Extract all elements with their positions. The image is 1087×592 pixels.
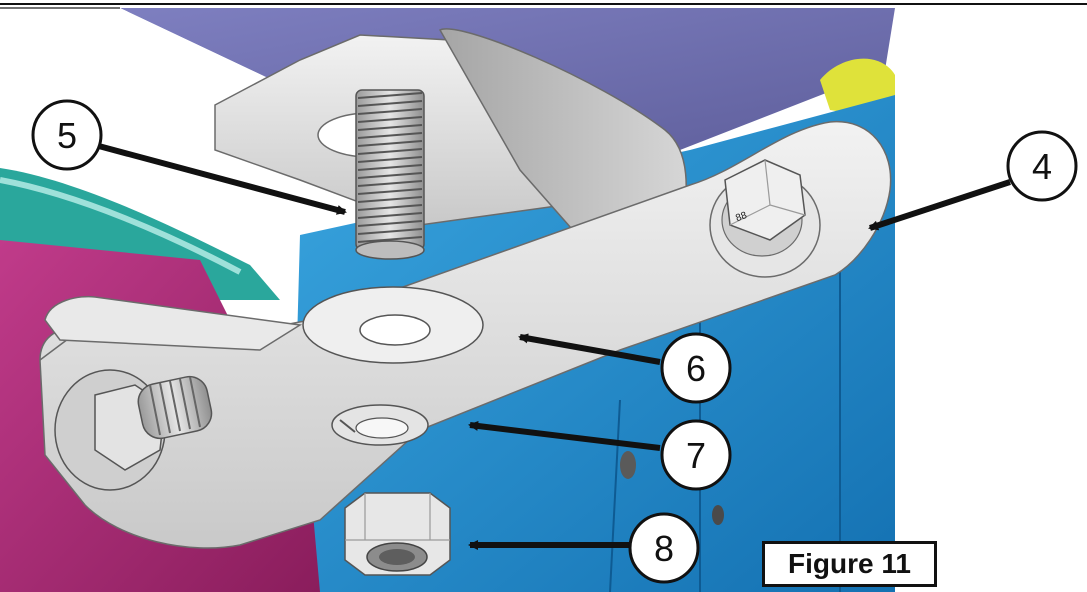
leader-arrows	[94, 142, 1011, 550]
left-hex-bolt	[54, 369, 213, 491]
svg-text:8: 8	[654, 528, 674, 569]
callout-4: 4	[1006, 130, 1078, 202]
teal-highlight	[0, 177, 242, 275]
figure-label: Figure 11	[762, 541, 937, 587]
callout-8: 8	[628, 512, 700, 584]
arrow-6	[518, 333, 661, 365]
arrow-7	[468, 420, 661, 451]
hex-bolt: 88	[709, 159, 821, 278]
svg-text:5: 5	[57, 115, 77, 156]
lock-washer	[331, 404, 429, 446]
bracket-wing	[44, 295, 303, 351]
hex-nut	[344, 492, 451, 576]
svg-text:4: 4	[1032, 146, 1052, 187]
callout-6: 6	[660, 332, 732, 404]
callout-5: 5	[31, 99, 103, 171]
threaded-stud	[355, 89, 425, 260]
arrow-5	[94, 142, 347, 215]
svg-text:88: 88	[734, 210, 749, 224]
callout-7: 7	[660, 419, 732, 491]
small-hole-2	[712, 505, 724, 525]
small-hole	[620, 451, 636, 479]
arrow-4	[868, 179, 1011, 231]
svg-text:7: 7	[686, 435, 706, 476]
flat-washer	[302, 286, 484, 364]
svg-text:6: 6	[686, 348, 706, 389]
